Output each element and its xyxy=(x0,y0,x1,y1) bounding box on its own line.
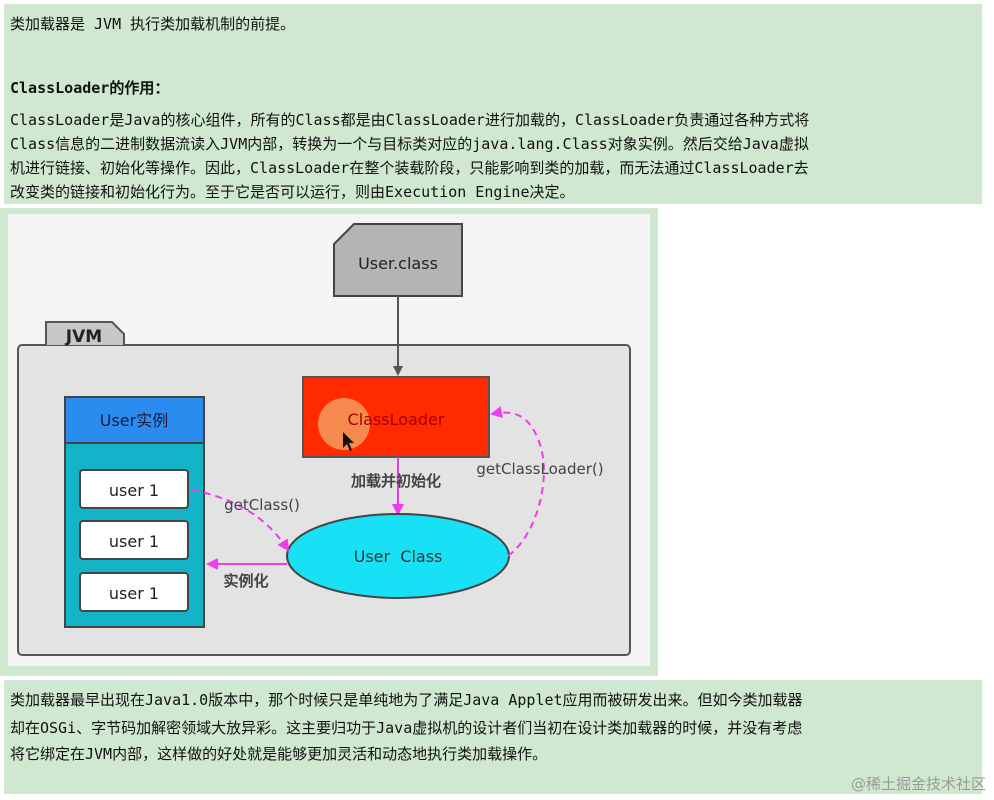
classloader-diagram: JVM User.class ClassLoader 加载并初始化 User C… xyxy=(8,214,650,666)
load-init-label: 加载并初始化 xyxy=(350,472,441,490)
instantiate-label: 实例化 xyxy=(223,572,268,590)
instance-box xyxy=(79,572,189,612)
user-class-file-label: User.class xyxy=(358,254,438,273)
diagram-panel: JVM User.class ClassLoader 加载并初始化 User C… xyxy=(0,208,658,676)
jvm-label: JVM xyxy=(65,327,102,347)
user-class-label: User Class xyxy=(354,547,443,566)
outro-para-line: 将它绑定在JVM内部，这样做的好处就是能够更加灵活和动态地执行类加载操作。 xyxy=(10,745,548,763)
intro-heading: ClassLoader的作用： xyxy=(10,79,170,97)
watermark: @稀土掘金技术社区 xyxy=(850,775,986,793)
intro-para-line: Class信息的二进制数据流读入JVM内部，转换为一个与目标类对应的java.l… xyxy=(10,135,809,153)
cursor-highlight xyxy=(318,398,370,450)
instance-header xyxy=(64,396,205,444)
intro-para-line: ClassLoader是Java的核心组件，所有的Class都是由ClassLo… xyxy=(10,111,810,129)
get-class-label: getClass() xyxy=(224,496,300,514)
diagram-svg: JVM User.class ClassLoader 加载并初始化 User C… xyxy=(17,223,631,656)
intro-para-line: 改变类的链接和初始化行为。至于它是否可以运行，则由Execution Engin… xyxy=(10,183,575,201)
intro-panel: 类加载器是 JVM 执行类加载机制的前提。 ClassLoader的作用： Cl… xyxy=(4,4,982,204)
intro-para-line: 机进行链接、初始化等操作。因此，ClassLoader在整个装载阶段，只能影响到… xyxy=(10,159,809,177)
classloader-label: ClassLoader xyxy=(348,410,445,429)
instance-label: user 1 xyxy=(109,584,159,603)
mouse-cursor-icon xyxy=(343,432,354,451)
jvm-tab xyxy=(45,321,125,345)
outro-para-line: 却在OSGi、字节码加解密领域大放异彩。这主要归功于Java虚拟机的设计者们当初… xyxy=(10,719,803,737)
intro-line: 类加载器是 JVM 执行类加载机制的前提。 xyxy=(10,15,296,33)
instance-header-label: User实例 xyxy=(100,411,168,430)
instance-label: user 1 xyxy=(109,532,159,551)
outro-para-line: 类加载器最早出现在Java1.0版本中，那个时候只是单纯地为了满足Java Ap… xyxy=(10,691,803,709)
get-classloader-label: getClassLoader() xyxy=(476,460,603,478)
get-class-arrow xyxy=(191,489,290,552)
get-classloader-arrow xyxy=(490,406,545,557)
instance-box xyxy=(79,469,189,509)
instance-label: user 1 xyxy=(109,481,159,500)
outro-panel: 类加载器最早出现在Java1.0版本中，那个时候只是单纯地为了满足Java Ap… xyxy=(4,680,982,794)
instance-box xyxy=(79,520,189,560)
